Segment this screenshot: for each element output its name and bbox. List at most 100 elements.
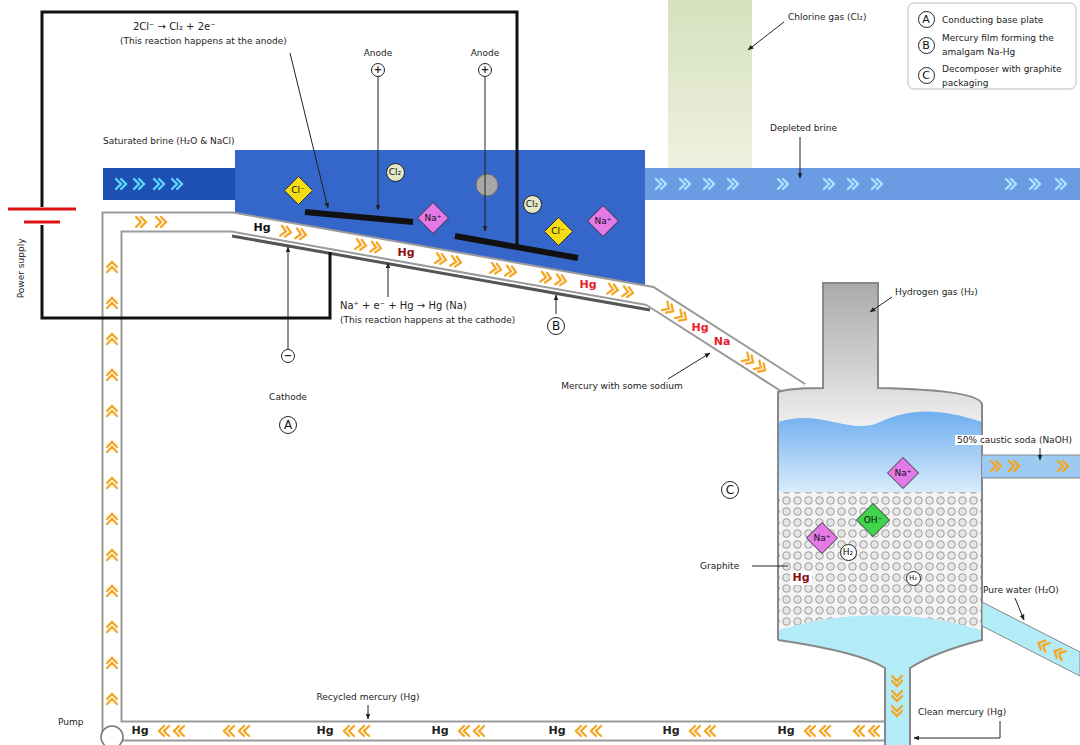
flow-chevron <box>656 179 666 189</box>
flow-chevron <box>239 726 249 736</box>
element-symbol: Na <box>714 335 731 348</box>
gas-molecule: H₂ <box>840 544 857 561</box>
flow-chevron <box>662 302 676 316</box>
element-symbol: Hg <box>131 724 148 737</box>
ion-diamond: Na⁺ <box>587 205 619 237</box>
element-symbol: Hg <box>579 278 596 291</box>
node-text: Na⁺ <box>895 469 912 478</box>
anode-seal <box>476 174 498 196</box>
stream-name: Hydrogen gas (H₂) <box>895 287 978 298</box>
flow-chevron <box>675 310 689 324</box>
flow-chevron <box>174 726 184 736</box>
flow-chevron <box>359 726 369 736</box>
battery-plate <box>8 208 76 211</box>
flow-chevron <box>355 239 367 251</box>
leader-line <box>388 263 389 297</box>
diamond-shape <box>857 504 890 537</box>
legend-frame <box>908 3 1076 89</box>
flow-chevron <box>490 263 502 275</box>
ion-diamond: OH⁻ <box>856 503 890 537</box>
stream-name: Clean mercury (Hg) <box>918 707 1006 718</box>
polarity-sign: + <box>374 64 382 76</box>
flow-chevron <box>824 179 834 189</box>
polarity-sign: + <box>481 64 489 76</box>
element-symbol: Hg <box>253 221 270 234</box>
flow-chevron <box>107 334 117 344</box>
cathode-plate <box>232 236 650 310</box>
ion-diamond: Na⁺ <box>887 457 919 489</box>
ion-diamond: Na⁺ <box>417 202 449 234</box>
brine-inlet-pipe <box>103 168 237 200</box>
anode-bar <box>305 212 413 222</box>
pipe-wall <box>982 478 1080 479</box>
callout-letter: C <box>918 67 935 84</box>
flow-chevron <box>1030 179 1040 189</box>
leader-line <box>914 721 1000 738</box>
flow-chevron <box>370 242 382 254</box>
flow-chevron <box>136 217 146 227</box>
stream-name: 50% caustic soda (NaOH) <box>955 435 1074 446</box>
flow-chevron <box>854 726 864 736</box>
flow-chevron <box>474 726 484 736</box>
flow-chevron <box>107 694 117 704</box>
diamond-shape <box>544 217 572 245</box>
flow-chevron <box>690 726 700 736</box>
diamond-shape <box>418 203 449 234</box>
ion-diamond: Cl⁻ <box>544 217 573 246</box>
diamond-shape <box>284 176 312 204</box>
flow-chevron <box>107 586 117 596</box>
water-inlet-pipe <box>982 602 1080 676</box>
callout-letter: B <box>547 317 565 335</box>
part-name: Cathode <box>269 392 307 403</box>
callout-letter: A <box>918 11 935 28</box>
flow-chevron <box>1036 638 1049 651</box>
node-text: Na⁺ <box>425 214 442 223</box>
flow-chevrons <box>107 179 1068 736</box>
flow-chevron <box>107 262 117 272</box>
flow-chevron <box>116 179 126 189</box>
flow-chevron <box>591 726 601 736</box>
stream-name: Mercury with some sodium <box>561 381 683 392</box>
element-symbol: Hg <box>431 724 448 737</box>
brine-outlet-pipe <box>645 168 1080 200</box>
flow-chevron <box>107 370 117 380</box>
flow-chevron <box>892 676 902 686</box>
stream-name: Recycled mercury (Hg) <box>316 692 419 703</box>
brine-chamber <box>235 150 645 292</box>
diamond-shape <box>588 206 619 237</box>
flow-chevron <box>805 726 815 736</box>
flow-chevron <box>134 179 144 189</box>
gas-molecule: Cl₂ <box>523 195 542 214</box>
flow-chevron <box>991 461 1001 471</box>
leader-line <box>1015 598 1024 620</box>
pump <box>101 726 123 745</box>
leader-line <box>368 705 369 719</box>
flow-chevron <box>505 266 517 278</box>
flow-chevron <box>576 726 586 736</box>
polarity-sign: − <box>284 350 292 362</box>
node-text: Cl₂ <box>526 200 538 209</box>
flow-chevron <box>1009 461 1019 471</box>
part-name: Anode <box>364 48 393 59</box>
node-text: OH⁻ <box>864 516 883 525</box>
flow-chevron <box>107 658 117 668</box>
flow-chevron <box>892 691 902 701</box>
node-text: Cl⁻ <box>551 227 565 236</box>
leader-line <box>288 247 289 349</box>
terminal-symbol <box>372 64 385 77</box>
leader-line <box>752 566 788 567</box>
flow-chevron <box>869 726 879 736</box>
node-text: C <box>922 70 930 81</box>
flow-chevron <box>754 361 768 375</box>
node-text: H₂ <box>909 575 917 582</box>
caustic-outlet-pipe <box>982 455 1080 478</box>
node-text: Na⁺ <box>595 217 612 226</box>
leader-line <box>485 77 486 231</box>
flow-chevron <box>107 406 117 416</box>
element-symbol: Hg <box>691 321 708 334</box>
battery-plate <box>24 221 60 224</box>
flow-chevron <box>107 550 117 560</box>
terminal-symbol <box>282 350 295 363</box>
callout-letter: A <box>279 416 297 434</box>
flow-chevron <box>154 179 164 189</box>
